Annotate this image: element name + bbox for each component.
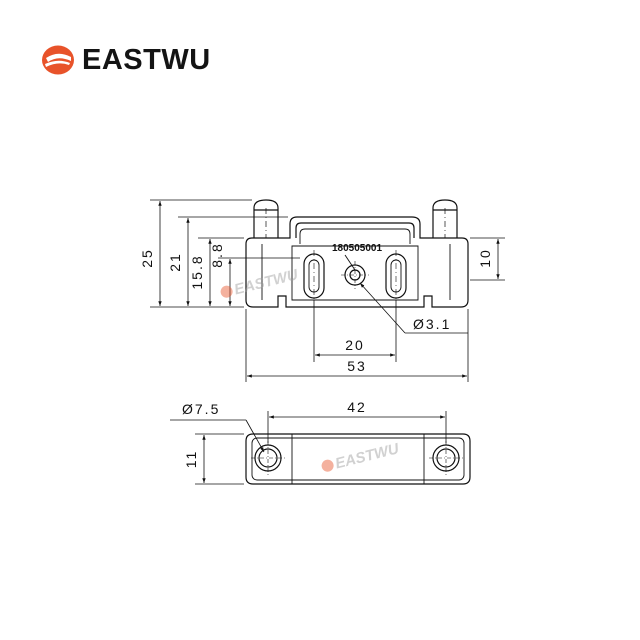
bottom-right-hole bbox=[429, 441, 463, 475]
watermark-bottom: EASTWU bbox=[321, 440, 402, 473]
brand-logo: EASTWU bbox=[40, 42, 211, 78]
dim-bottom-height: 11 bbox=[183, 450, 199, 469]
left-pin bbox=[253, 199, 279, 238]
top-view bbox=[245, 199, 469, 308]
bottom-view-dimensions bbox=[170, 411, 447, 485]
center-hole bbox=[341, 261, 369, 289]
dim-bottom-hole-diameter: Ø7.5 bbox=[182, 401, 220, 417]
dim-height-slot: 15.8 bbox=[189, 254, 205, 289]
top-view-dimensions bbox=[150, 199, 505, 382]
bottom-body-outline bbox=[245, 433, 471, 485]
svg-text:EASTWU: EASTWU bbox=[232, 266, 300, 299]
left-slot bbox=[303, 250, 325, 302]
bottom-left-hole bbox=[251, 441, 285, 475]
part-number-label: 180505001 bbox=[332, 243, 382, 254]
bridge-inner-contour bbox=[295, 222, 415, 238]
watermark-top: EASTWU bbox=[220, 266, 301, 299]
dim-height-total: 25 bbox=[139, 248, 155, 268]
svg-text:EASTWU: EASTWU bbox=[333, 440, 401, 473]
dim-width-total: 53 bbox=[347, 358, 367, 374]
right-slot bbox=[385, 250, 407, 302]
dim-hole-diameter: Ø3.1 bbox=[413, 316, 451, 332]
bottom-view bbox=[245, 433, 471, 485]
right-pin bbox=[432, 199, 458, 238]
main-body-outline bbox=[245, 216, 469, 308]
brand-name: EASTWU bbox=[82, 43, 211, 76]
dim-height-small: 8.8 bbox=[209, 242, 225, 267]
brand-mark-icon bbox=[42, 45, 74, 75]
dim-slot-spacing: 20 bbox=[345, 337, 365, 353]
dim-height-right: 10 bbox=[477, 248, 493, 268]
dim-hole-spacing: 42 bbox=[347, 399, 367, 415]
dim-height-inner: 21 bbox=[167, 252, 183, 272]
inner-panel bbox=[291, 245, 419, 301]
